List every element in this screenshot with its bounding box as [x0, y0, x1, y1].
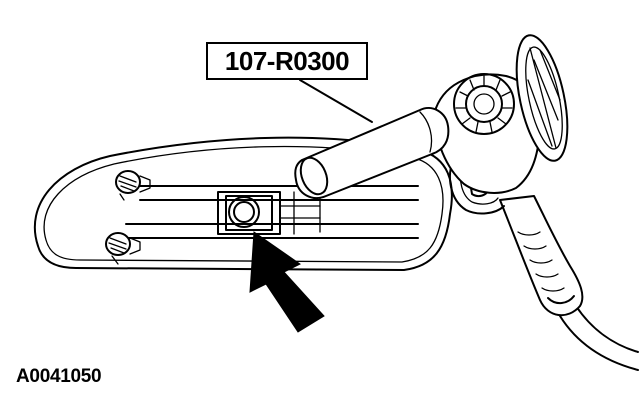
callout-leader	[299, 79, 373, 123]
lower-screw-icon	[105, 232, 141, 265]
pointer-arrow-icon	[249, 231, 325, 333]
upper-screw-icon	[115, 170, 151, 201]
tool-number-callout: 107-R0300	[206, 42, 368, 80]
bracket-rails	[125, 185, 419, 239]
figure-code: A0041050	[16, 366, 102, 387]
heat-gun-icon	[294, 34, 639, 371]
bracket-fastener	[228, 196, 260, 228]
